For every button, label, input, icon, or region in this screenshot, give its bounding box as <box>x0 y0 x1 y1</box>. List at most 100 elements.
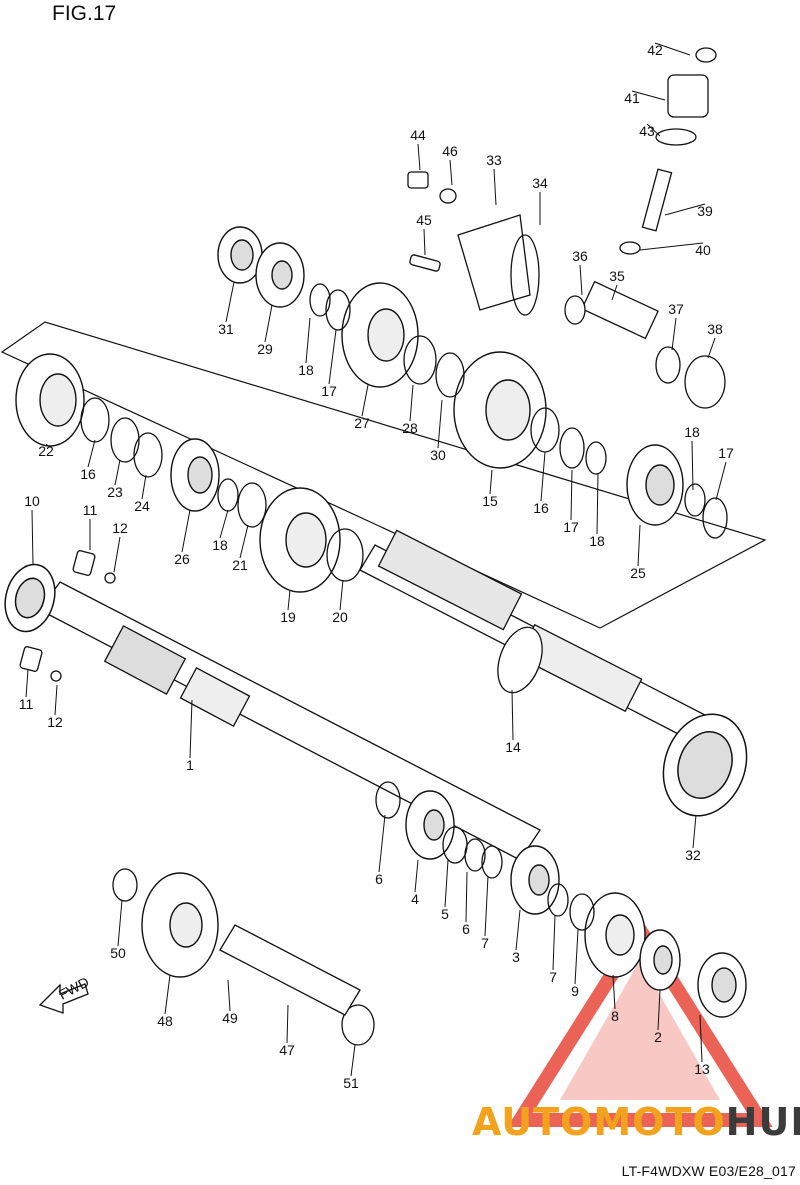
callout-leader <box>691 440 694 491</box>
callout-number: 16 <box>80 466 96 482</box>
gear-25 <box>626 444 684 526</box>
callout-leader <box>664 203 706 216</box>
callout-number: 21 <box>232 557 248 573</box>
callout-leader <box>141 474 147 500</box>
callout-leader <box>239 524 249 559</box>
gear-27 <box>341 282 419 388</box>
callout-leader <box>574 929 579 985</box>
callout-number: 28 <box>402 420 418 436</box>
callout-leader <box>637 524 641 567</box>
clips-11-12 <box>19 550 116 682</box>
callout-leader <box>164 974 171 1015</box>
gear-19 <box>259 487 341 593</box>
callout-number: 43 <box>639 123 655 139</box>
callout-number: 30 <box>430 447 446 463</box>
gear-15 <box>453 351 547 469</box>
callout-number: 38 <box>707 321 723 337</box>
callout-number: 20 <box>332 609 348 625</box>
bearing-10 <box>4 563 56 633</box>
callout-leader <box>715 461 727 501</box>
callout-number: 22 <box>38 443 54 459</box>
callout-leader <box>189 699 193 759</box>
callout-leader <box>444 859 449 908</box>
speedometer-drive-parts <box>564 47 726 409</box>
callout-number: 5 <box>441 906 449 922</box>
callout-number: 11 <box>83 502 98 518</box>
gear-4 <box>405 790 455 860</box>
callout-number: 2 <box>654 1029 662 1045</box>
callout-number: 51 <box>343 1075 359 1091</box>
callout-leader <box>515 909 521 951</box>
callout-number: 18 <box>298 362 314 378</box>
brand-wordmark: AUTOMOTOHUB <box>472 1100 800 1144</box>
callout-number: 36 <box>572 248 588 264</box>
callout-number: 14 <box>505 739 521 755</box>
callout-number: 37 <box>668 301 684 317</box>
callout-leader <box>287 589 291 611</box>
callout-number: 46 <box>442 143 458 159</box>
callout-number: 11 <box>19 696 34 712</box>
callout-number: 29 <box>257 341 273 357</box>
callout-number: 3 <box>512 949 520 965</box>
callout-leader <box>54 684 58 716</box>
drive-shaft-1 <box>39 581 541 861</box>
callout-number: 27 <box>354 415 370 431</box>
gear-22 <box>15 353 85 447</box>
callout-number: 18 <box>684 424 700 440</box>
callout-leader <box>699 1014 703 1063</box>
callout-number: 18 <box>589 533 605 549</box>
callout-leader <box>417 143 421 171</box>
gear-8 <box>584 892 646 978</box>
shift-cam-29 <box>255 242 305 308</box>
callout-leader <box>305 317 311 364</box>
callout-number: 34 <box>532 175 548 191</box>
callout-leader <box>579 264 583 296</box>
gear-3 <box>510 845 560 915</box>
callout-number: 19 <box>280 609 296 625</box>
callout-leader <box>181 509 191 553</box>
callout-number: 32 <box>685 847 701 863</box>
callout-number: 35 <box>609 268 625 284</box>
callout-number: 40 <box>695 242 711 258</box>
rings-and-washers <box>80 283 728 1046</box>
callout-leader <box>286 1004 289 1044</box>
callout-number: 26 <box>174 551 190 567</box>
callout-number: 44 <box>410 127 426 143</box>
callout-leader <box>489 469 493 495</box>
callout-number: 48 <box>157 1013 173 1029</box>
callout-number: 33 <box>486 152 502 168</box>
callout-leader <box>328 329 337 385</box>
callout-number: 25 <box>630 565 646 581</box>
brand-part2: HUB <box>725 1100 800 1144</box>
callout-leader <box>540 451 546 502</box>
callout-leader <box>596 472 599 535</box>
callout-leader <box>437 399 443 449</box>
callout-leader <box>631 90 666 101</box>
callout-leader <box>639 242 704 251</box>
callout-number: 18 <box>212 537 228 553</box>
housing-33 <box>407 171 540 316</box>
callout-number: 6 <box>375 871 383 887</box>
callout-leader <box>570 469 573 521</box>
callout-leader <box>227 979 231 1012</box>
callout-number: 7 <box>549 969 557 985</box>
callout-leader <box>114 459 121 486</box>
callout-number: 8 <box>611 1008 619 1024</box>
callout-number: 12 <box>47 714 63 730</box>
callout-number: 13 <box>694 1061 710 1077</box>
callout-leader <box>707 337 716 359</box>
callout-leader <box>671 317 677 351</box>
callout-leader <box>465 871 468 923</box>
shaft-47 <box>219 924 361 1016</box>
bearing-31 <box>217 226 263 284</box>
callout-number: 17 <box>718 445 734 461</box>
figure-title: FIG.17 <box>52 2 117 25</box>
callout-number: 24 <box>134 498 150 514</box>
callout-leader <box>646 123 661 137</box>
callout-leader <box>87 439 96 468</box>
bearing-32 <box>662 713 748 817</box>
callout-number: 9 <box>571 983 579 999</box>
callout-leader <box>264 304 273 343</box>
callout-leader <box>692 814 697 849</box>
